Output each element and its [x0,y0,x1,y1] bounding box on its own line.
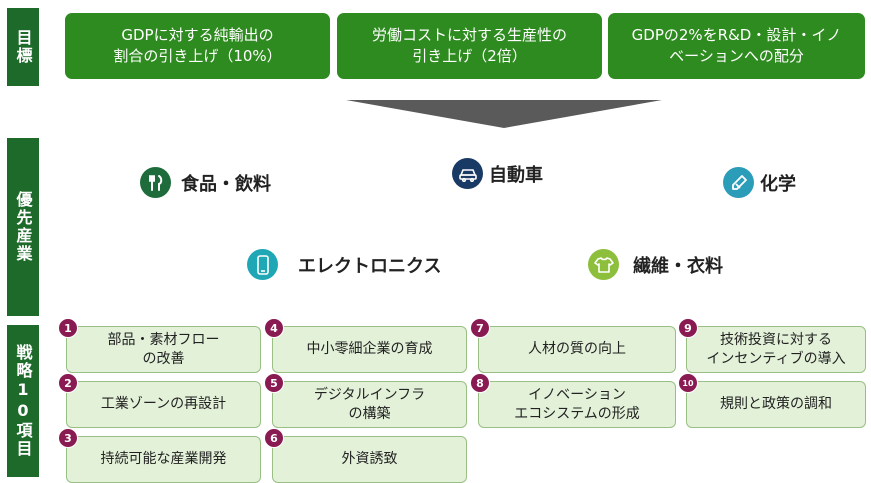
industry-food-beverage: 食品・飲料 [140,167,271,198]
car-icon [452,158,483,189]
strategy-number-badge: 3 [58,428,78,448]
goal-box-net-exports: GDPに対する純輸出の 割合の引き上げ（10%） [65,13,330,79]
industry-electronics: エレクトロニクス [247,249,441,280]
strategy-number-badge: 8 [470,373,490,393]
priority-industries-label: 優先産業 [7,138,39,316]
strategy-number-badge: 6 [264,428,284,448]
goals-label: 目標 [7,8,39,86]
goal-box-rnd: GDPの2%をR&D・設計・イノ ベーションへの配分 [608,13,865,79]
industry-label: 自動車 [489,164,543,186]
strategy-item-8: イノベーション エコシステムの形成 [478,381,676,428]
strategy-item-2: 工業ゾーンの再設計 [66,381,261,428]
strategy-item-1: 部品・素材フロー の改善 [66,326,261,373]
industry-textiles-apparel: 繊維・衣料 [588,249,723,280]
industry-chemicals: 化学 [723,167,796,198]
chemical-icon [723,167,754,198]
strategy-number-badge: 10 [678,373,698,393]
smartphone-icon [247,249,278,280]
strategy-item-9: 技術投資に対する インセンティブの導入 [686,326,866,373]
strategy-label: 戦略10項目 [7,325,39,477]
industry-label: 繊維・衣料 [633,255,723,277]
strategy-item-10: 規則と政策の調和 [686,381,866,428]
strategy-item-4: 中小零細企業の育成 [272,326,467,373]
goal-box-productivity: 労働コストに対する生産性の 引き上げ（2倍） [337,13,602,79]
strategy-number-badge: 5 [264,373,284,393]
strategy-number-badge: 4 [264,318,284,338]
strategy-number-badge: 1 [58,318,78,338]
industry-label: エレクトロニクス [298,255,442,277]
strategy-item-6: 外資誘致 [272,436,467,483]
strategy-number-badge: 9 [678,318,698,338]
strategy-number-badge: 7 [470,318,490,338]
food-icon [140,167,171,198]
industry-label: 食品・飲料 [181,173,271,195]
strategy-item-3: 持続可能な産業開発 [66,436,261,483]
strategy-item-7: 人材の質の向上 [478,326,676,373]
industry-automotive: 自動車 [452,158,543,189]
industry-label: 化学 [760,173,796,195]
strategy-number-badge: 2 [58,373,78,393]
strategy-item-5: デジタルインフラ の構築 [272,381,467,428]
tshirt-icon [588,249,619,280]
down-arrow-icon [346,100,662,128]
